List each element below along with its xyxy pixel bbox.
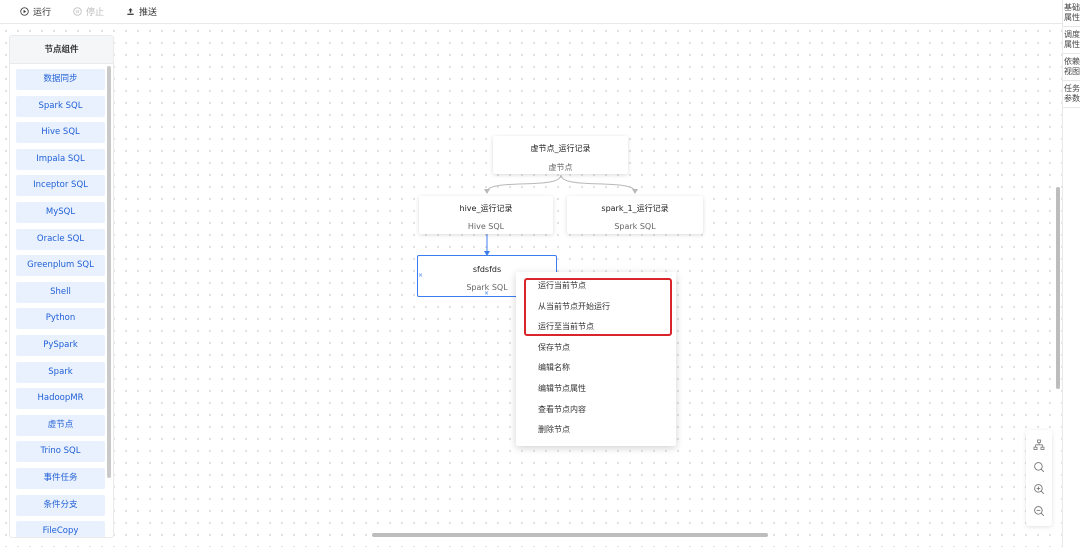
node-hive-type: Hive SQL [467, 222, 505, 231]
tab-basic-properties[interactable]: 基础属性 [1063, 0, 1080, 27]
palette-item[interactable]: Oracle SQL [16, 228, 105, 250]
palette-item[interactable]: 数据同步 [16, 69, 105, 90]
palette-item[interactable]: FileCopy [16, 521, 105, 537]
menu-run-current-node[interactable]: 运行当前节点 [538, 281, 586, 290]
menu-edit-node-properties[interactable]: 编辑节点属性 [538, 383, 586, 393]
node-selected-type: Spark SQL [466, 283, 508, 292]
horizontal-scrollbar[interactable] [372, 533, 768, 537]
context-menu: 运行当前节点 从当前节点开始运行 运行至当前节点 保存节点 编辑名称 编辑节点属… [516, 272, 676, 446]
tab-task-parameters[interactable]: 任务参数 [1063, 81, 1080, 108]
palette-item[interactable]: Trino SQL [16, 441, 105, 463]
stop-circle-icon [73, 7, 82, 16]
palette-item[interactable]: Inceptor SQL [16, 175, 105, 197]
palette-item[interactable]: Shell [16, 281, 105, 303]
vertical-scrollbar[interactable] [1056, 187, 1060, 389]
upload-icon [127, 8, 134, 15]
stop-label: 停止 [86, 8, 105, 18]
node-root-title: 虚节点_运行记录 [530, 144, 591, 153]
palette-item[interactable]: Impala SQL [16, 148, 105, 170]
palette-item[interactable]: HadoopMR [16, 388, 105, 410]
palette-scrollbar[interactable] [107, 66, 111, 478]
push-button[interactable]: 推送 [126, 5, 157, 18]
tab-schedule-properties[interactable]: 调度属性 [1063, 27, 1080, 54]
toolbar: 运行 停止 推送 [0, 0, 1062, 24]
palette-item[interactable]: MySQL [16, 201, 105, 223]
node-root[interactable]: 虚节点_运行记录 虚节点 [493, 136, 628, 174]
run-button[interactable]: 运行 [20, 5, 51, 18]
node-spark[interactable]: spark_1_运行记录 Spark SQL [567, 196, 703, 234]
palette-item[interactable]: Python [16, 308, 105, 330]
tab-dependency-view[interactable]: 依赖视图 [1063, 54, 1080, 81]
node-spark-type: Spark SQL [614, 222, 656, 231]
auto-layout-icon[interactable] [1033, 439, 1045, 451]
node-root-type: 虚节点 [548, 163, 573, 172]
palette-item[interactable]: Spark SQL [16, 95, 105, 117]
menu-view-node-content[interactable]: 查看节点内容 [538, 404, 586, 414]
search-icon[interactable] [1033, 461, 1045, 473]
right-property-panel: 基础属性 调度属性 依赖视图 任务参数 [1062, 0, 1080, 547]
node-palette: 节点组件 数据同步 Spark SQL Hive SQL Impala SQL Ince… [9, 35, 114, 538]
node-hive-title: hive_运行记录 [459, 204, 513, 213]
menu-rename[interactable]: 编辑名称 [538, 363, 570, 373]
palette-item[interactable]: Greenplum SQL [16, 255, 105, 277]
menu-run-from-current-node[interactable]: 从当前节点开始运行 [538, 301, 610, 311]
menu-delete-node[interactable]: 删除节点 [538, 425, 570, 435]
palette-item[interactable]: 虚节点 [16, 414, 105, 436]
zoom-in-icon[interactable] [1033, 483, 1045, 495]
node-spark-title: spark_1_运行记录 [601, 204, 669, 213]
zoom-out-icon[interactable] [1033, 505, 1045, 517]
menu-save-node[interactable]: 保存节点 [538, 342, 570, 352]
palette-list: 数据同步 Spark SQL Hive SQL Impala SQL Inceptor … [10, 64, 113, 537]
palette-item[interactable]: Spark [16, 361, 105, 383]
play-circle-icon [20, 7, 29, 16]
node-bottom-port-icon[interactable]: × [484, 290, 490, 297]
node-selected-title: sfdsfds [472, 265, 502, 274]
palette-item[interactable]: Hive SQL [16, 122, 105, 144]
dag-canvas[interactable] [0, 25, 1062, 547]
palette-item[interactable]: 事件任务 [16, 467, 105, 489]
push-label: 推送 [139, 8, 158, 18]
palette-item[interactable]: PySpark [16, 334, 105, 356]
node-left-port-icon[interactable]: × [418, 272, 424, 279]
node-hive[interactable]: hive_运行记录 Hive SQL [419, 196, 553, 234]
run-label: 运行 [33, 8, 52, 18]
palette-title: 节点组件 [10, 36, 113, 64]
palette-item[interactable]: 条件分支 [16, 494, 105, 516]
menu-run-to-current-node[interactable]: 运行至当前节点 [538, 322, 594, 332]
stop-button[interactable]: 停止 [73, 5, 104, 18]
zoom-toolbar [1026, 430, 1052, 526]
